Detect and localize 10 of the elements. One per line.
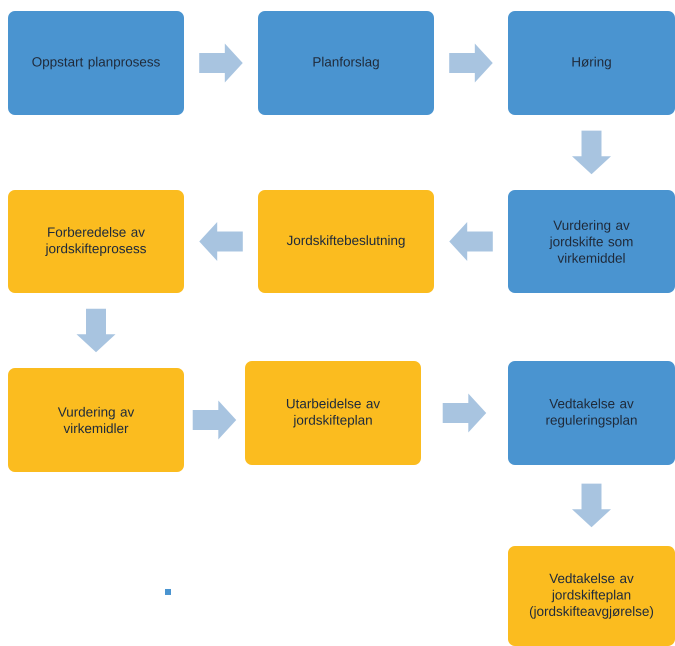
process-box: Planforslag: [258, 11, 434, 115]
process-box: Høring: [508, 11, 675, 115]
process-box: Utarbeidelse av jordskifteplan: [245, 360, 421, 465]
process-box: Vedtakelse av jordskifteplan (jordskifteavgjørelse): [508, 546, 675, 646]
process-box: Forberedelse av jordskifteprosess: [8, 190, 184, 293]
process-box: Oppstart planprosess: [8, 11, 184, 115]
process-box: Vurdering av virkemidler: [8, 368, 184, 472]
process-box: Vedtakelse av reguleringsplan: [508, 360, 675, 465]
process-box: Jordskiftebeslutning: [258, 190, 434, 293]
process-box: Vurdering av jordskifte som virkemiddel: [508, 190, 675, 293]
